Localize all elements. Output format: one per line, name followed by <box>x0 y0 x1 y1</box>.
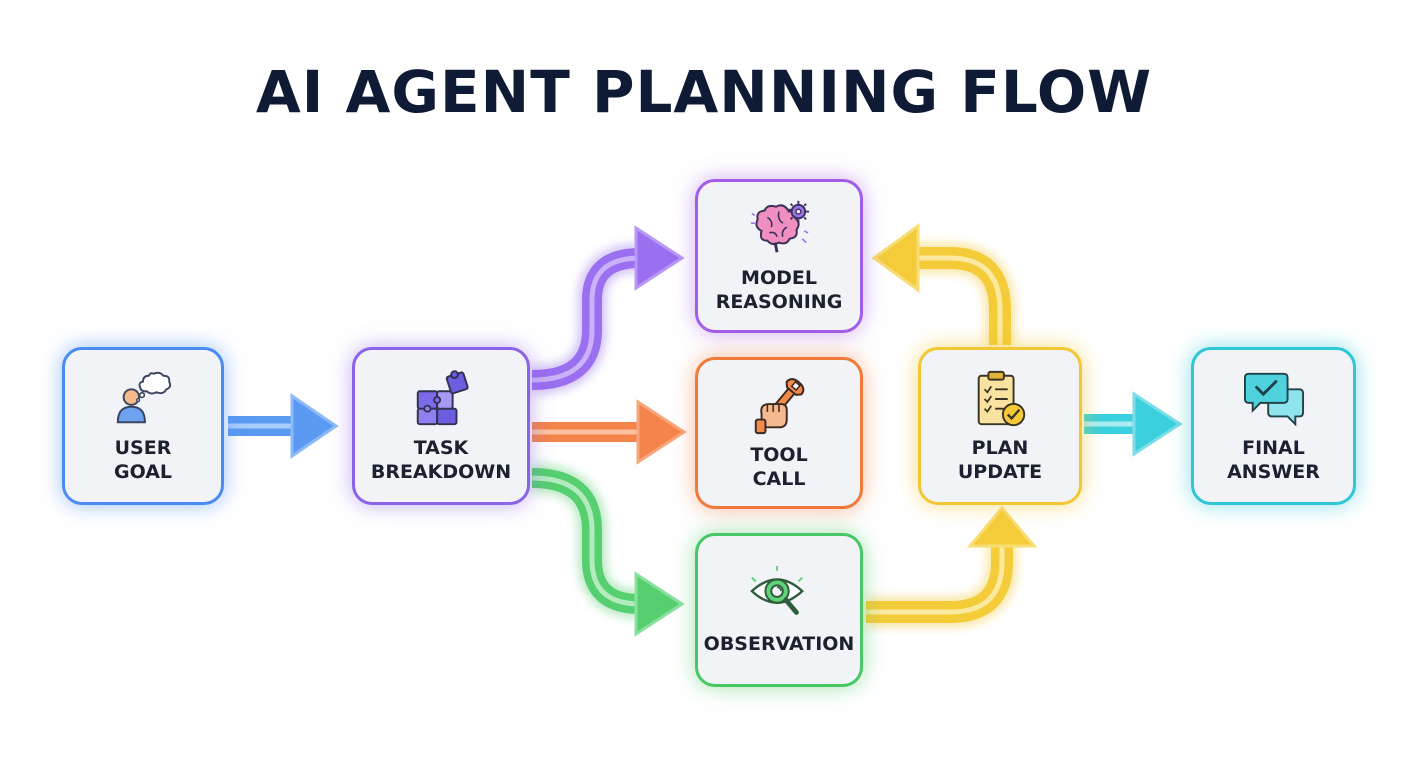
wrench-hand-icon <box>754 378 805 435</box>
user-thought-icon <box>116 371 172 424</box>
arrow-task-to-tool <box>532 399 687 465</box>
node-tool-call: TOOL CALL <box>695 357 863 509</box>
eye-magnifier-icon <box>750 565 804 615</box>
node-label-line1: MODEL <box>741 267 817 289</box>
node-label-line2: ANSWER <box>1227 461 1320 483</box>
node-observation: OBSERVATION <box>695 533 863 687</box>
arrow-task-to-observation <box>531 464 685 637</box>
puzzle-icon <box>416 370 469 426</box>
chat-check-icon <box>1243 372 1304 427</box>
node-label-line1: USER <box>114 437 172 459</box>
arrow-observation-to-plan <box>866 505 1038 627</box>
node-model-reasoning: MODEL REASONING <box>695 179 863 333</box>
brain-gear-icon <box>750 200 810 253</box>
diagram-title: AI AGENT PLANNING FLOW <box>255 58 1153 126</box>
node-label-line2: REASONING <box>715 291 843 313</box>
arrow-plan-to-final <box>1084 391 1183 457</box>
node-plan-update: PLAN UPDATE <box>918 347 1082 505</box>
node-label-line2: CALL <box>752 468 806 490</box>
node-user-goal: USER GOAL <box>62 347 224 505</box>
node-label-line2: GOAL <box>113 461 173 483</box>
node-label-line2: UPDATE <box>957 461 1043 483</box>
node-label-line1: OBSERVATION <box>703 633 855 655</box>
arrow-task-to-model <box>531 225 685 394</box>
node-final-answer: FINAL ANSWER <box>1191 347 1356 505</box>
node-label-line1: FINAL <box>1242 437 1305 459</box>
node-label-line1: PLAN <box>971 437 1029 459</box>
arrow-plan-to-model <box>871 223 1015 345</box>
node-label-line2: BREAKDOWN <box>370 461 512 483</box>
node-task-breakdown: TASK BREAKDOWN <box>352 347 530 505</box>
clipboard-check-icon <box>977 370 1026 427</box>
node-label-line1: TOOL <box>750 444 808 466</box>
node-label-line1: TASK <box>413 437 469 459</box>
arrow-user-to-task <box>228 393 339 459</box>
